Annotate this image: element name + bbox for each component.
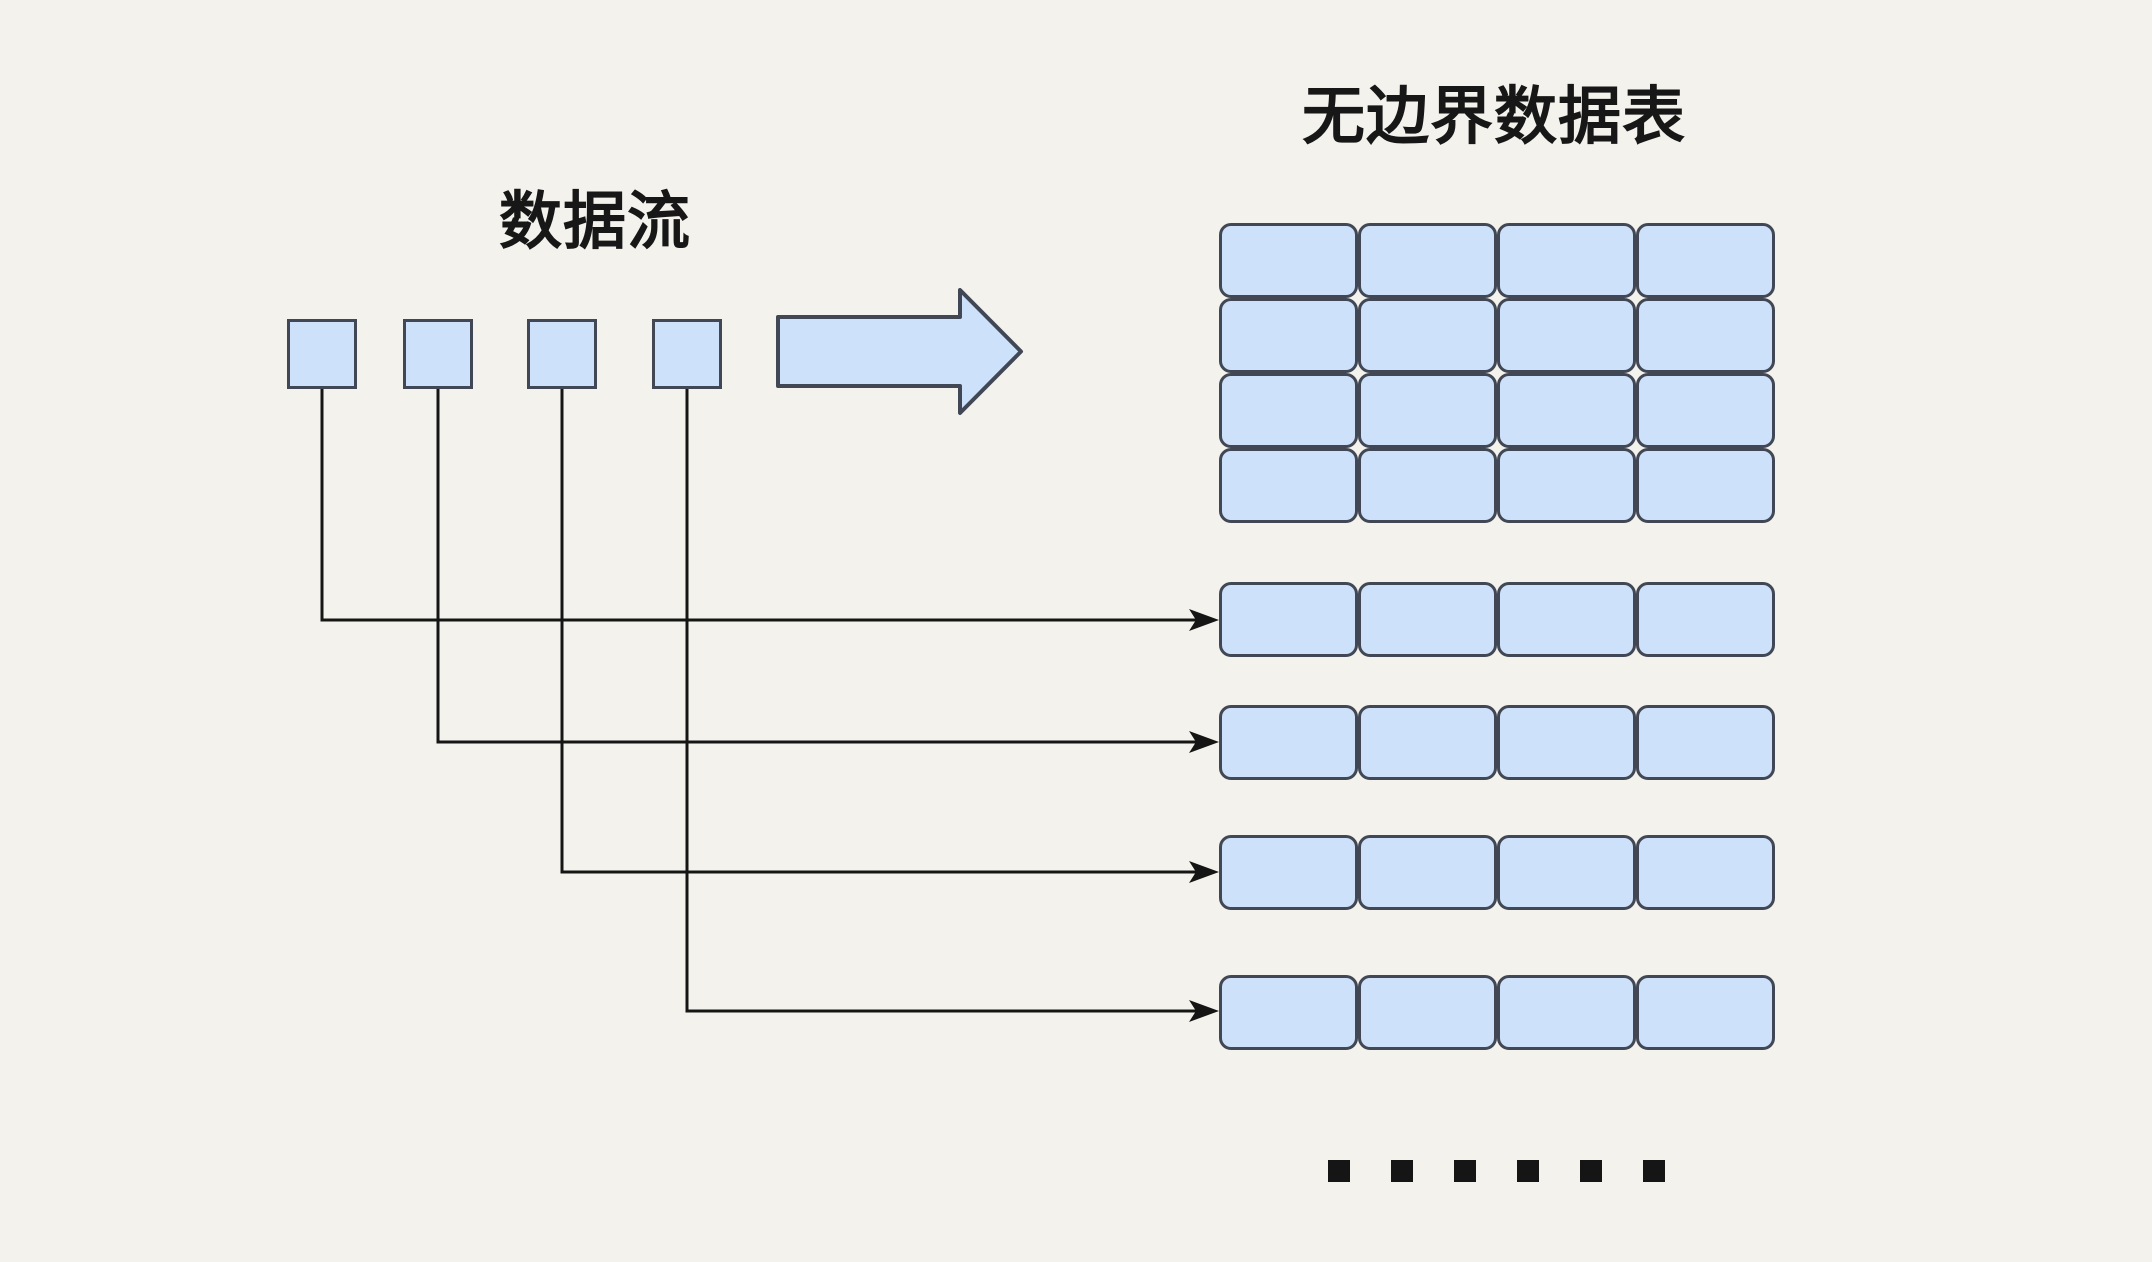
connector-stream-item-1-to-appended-row-1: [320, 389, 1219, 631]
arrowhead-icon: [1189, 861, 1219, 883]
appended-row-1-cell-1: [1219, 582, 1358, 657]
grid-cell-r3-c4: [1636, 373, 1775, 448]
appended-row-3-cell-3: [1497, 835, 1636, 910]
arrowhead-icon: [1189, 609, 1219, 631]
appended-row-4-cell-1: [1219, 975, 1358, 1050]
appended-row-2-cell-4: [1636, 705, 1775, 780]
appended-row-2-cell-1: [1219, 705, 1358, 780]
ellipsis-dot-4: [1517, 1160, 1539, 1182]
appended-row-4-cell-2: [1358, 975, 1497, 1050]
appended-row-3-cell-2: [1358, 835, 1497, 910]
grid-cell-r2-c4: [1636, 298, 1775, 373]
grid-cell-r3-c1: [1219, 373, 1358, 448]
connector-stream-item-3-to-appended-row-3: [560, 389, 1219, 883]
arrowhead-icon: [1189, 731, 1219, 753]
connector-line: [685, 389, 1197, 1013]
ellipsis-dot-5: [1580, 1160, 1602, 1182]
appended-row-3-cell-4: [1636, 835, 1775, 910]
connector-stream-item-4-to-appended-row-4: [685, 389, 1219, 1022]
flow-arrow-right-icon: [776, 288, 1023, 415]
stream-item-4: [652, 319, 722, 389]
ellipsis-dot-3: [1454, 1160, 1476, 1182]
grid-cell-r1-c1: [1219, 223, 1358, 298]
connector-stream-item-2-to-appended-row-2: [436, 389, 1219, 753]
ellipsis-dot-6: [1643, 1160, 1665, 1182]
connector-line: [436, 389, 1197, 744]
grid-cell-r2-c2: [1358, 298, 1497, 373]
grid-cell-r3-c3: [1497, 373, 1636, 448]
appended-row-3-cell-1: [1219, 835, 1358, 910]
ellipsis-dot-2: [1391, 1160, 1413, 1182]
grid-cell-r4-c2: [1358, 448, 1497, 523]
grid-cell-r4-c3: [1497, 448, 1636, 523]
appended-row-1-cell-2: [1358, 582, 1497, 657]
grid-cell-r4-c4: [1636, 448, 1775, 523]
grid-cell-r2-c3: [1497, 298, 1636, 373]
ellipsis-dot-1: [1328, 1160, 1350, 1182]
grid-cell-r2-c1: [1219, 298, 1358, 373]
appended-row-2-cell-3: [1497, 705, 1636, 780]
connector-line: [560, 389, 1197, 874]
stream-label: 数据流: [499, 187, 691, 257]
appended-row-1-cell-4: [1636, 582, 1775, 657]
grid-cell-r3-c2: [1358, 373, 1497, 448]
appended-row-4-cell-4: [1636, 975, 1775, 1050]
stream-item-3: [527, 319, 597, 389]
stream-item-2: [403, 319, 473, 389]
stream-item-1: [287, 319, 357, 389]
grid-cell-r1-c3: [1497, 223, 1636, 298]
connector-line: [320, 389, 1197, 622]
grid-cell-r1-c4: [1636, 223, 1775, 298]
grid-cell-r1-c2: [1358, 223, 1497, 298]
appended-row-1-cell-3: [1497, 582, 1636, 657]
appended-row-2-cell-2: [1358, 705, 1497, 780]
arrowhead-icon: [1189, 1000, 1219, 1022]
unbounded-table-title: 无边界数据表: [1302, 82, 1686, 152]
grid-cell-r4-c1: [1219, 448, 1358, 523]
appended-row-4-cell-3: [1497, 975, 1636, 1050]
